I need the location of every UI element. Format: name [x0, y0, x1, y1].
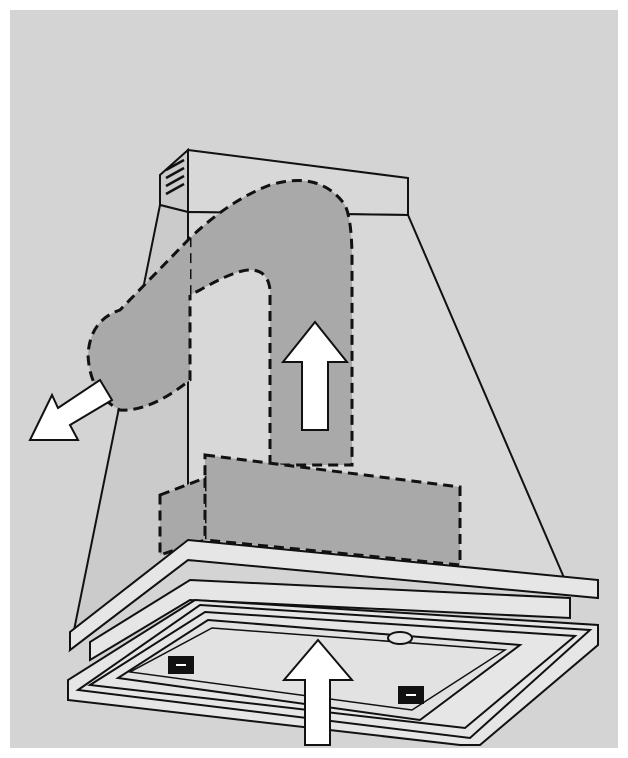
airflow-exhaust-arrow-icon	[28, 378, 114, 441]
filter-rim-outer	[75, 603, 593, 740]
louver-vent-icon	[165, 158, 185, 196]
airflow-up-arrow-icon	[280, 320, 350, 431]
intake-arrow-icon	[281, 638, 355, 746]
canopy-upper-frame	[69, 538, 599, 653]
filter-rim-inner	[87, 610, 578, 730]
light-icon	[387, 631, 413, 645]
